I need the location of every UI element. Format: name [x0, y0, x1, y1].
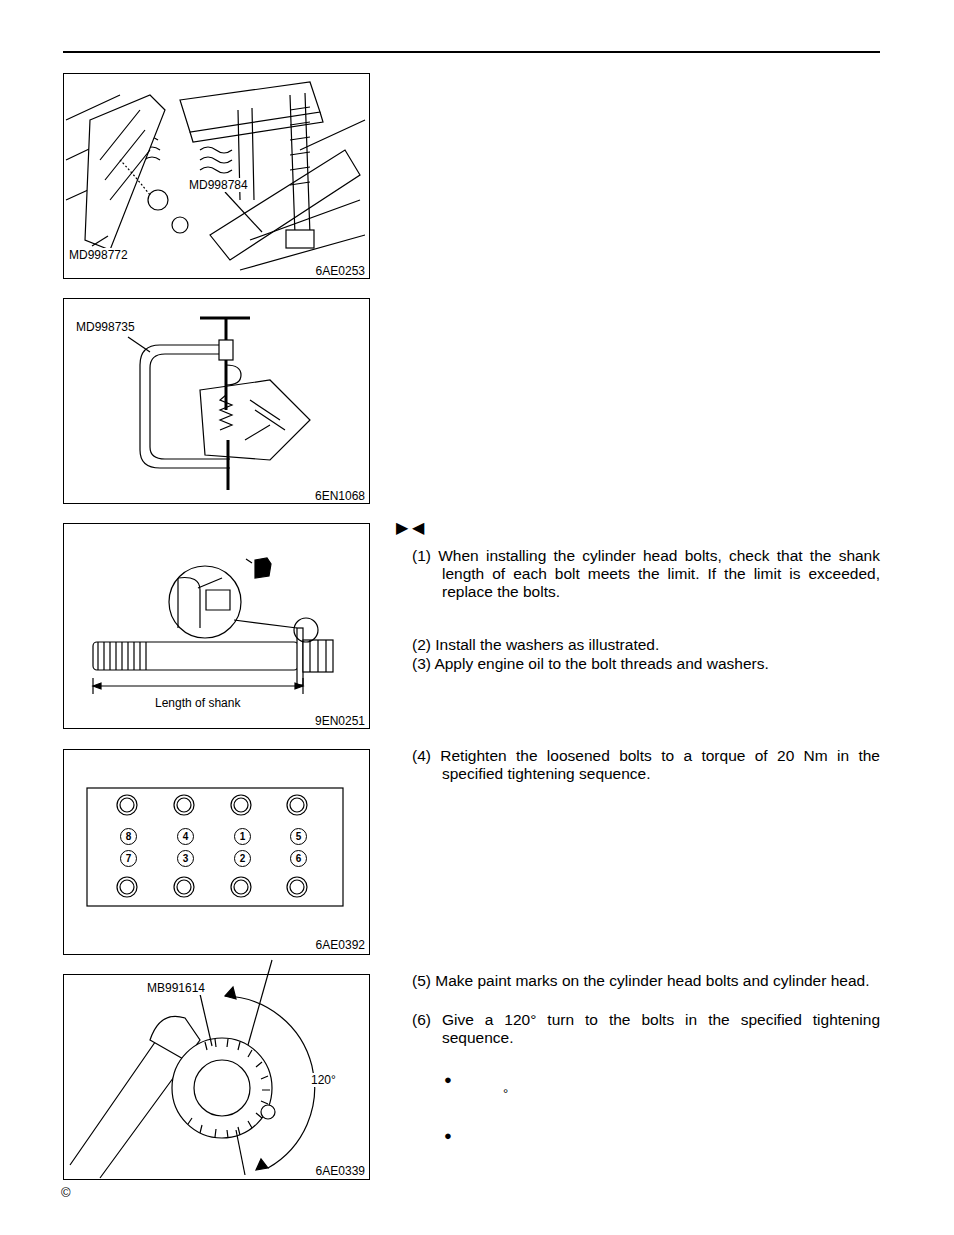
sequence-circle: 1	[234, 828, 251, 845]
symbol-mark: ●	[444, 1127, 452, 1145]
sequence-number: 3	[183, 854, 189, 864]
sequence-number: 4	[183, 832, 189, 842]
tool-label: Length of shank	[154, 696, 241, 710]
figure-code: 6AE0392	[315, 938, 366, 952]
sequence-number: 7	[126, 854, 132, 864]
sequence-circle: 8	[120, 828, 137, 845]
c-clamp-figure	[128, 318, 310, 490]
figure-frame: MD998735 6EN1068	[63, 298, 370, 504]
tool-label: MD998772	[68, 248, 129, 262]
figure-code: 6AE0339	[315, 1164, 366, 1178]
sequence-circle: 3	[177, 850, 194, 867]
symbol-mark: °	[503, 1085, 508, 1103]
sequence-circle: 4	[177, 828, 194, 845]
valve-spring-compressor-figure	[66, 82, 365, 270]
symbol-mark: ▶ ◀	[396, 519, 424, 537]
figure-frame: MB991614 120° 6AE0339	[63, 974, 370, 1180]
instruction-step: (4) Retighten the loosened bolts to a to…	[412, 747, 880, 783]
sequence-number: 2	[240, 854, 246, 864]
tool-label: MD998735	[75, 320, 136, 334]
tool-label: MD998784	[188, 178, 249, 192]
figure-code: 6EN1068	[314, 489, 366, 503]
tool-label: MB991614	[146, 981, 206, 995]
figure-code: 6AE0253	[315, 264, 366, 278]
figure-frame: MD998784MD998772 6AE0253	[63, 73, 370, 279]
sequence-number: 8	[126, 832, 132, 842]
tool-label: 120°	[310, 1073, 337, 1087]
head-bolt-figure	[93, 558, 333, 694]
instruction-step: (6) Give a 120° turn to the bolts in the…	[412, 1011, 880, 1047]
sequence-number: 5	[296, 832, 302, 842]
instruction-step: (2) Install the washers as illustrated.	[412, 636, 880, 654]
symbol-mark: ©	[61, 1184, 71, 1202]
sequence-circle: 7	[120, 850, 137, 867]
sequence-circle: 2	[234, 850, 251, 867]
symbol-mark: ●	[444, 1071, 452, 1089]
instruction-step: (1) When installing the cylinder head bo…	[412, 547, 880, 601]
sequence-number: 1	[240, 832, 246, 842]
instruction-step: (5) Make paint marks on the cylinder hea…	[412, 972, 880, 990]
sequence-circle: 6	[290, 850, 307, 867]
tightening-sequence-figure	[87, 788, 343, 906]
angle-gauge-figure	[70, 960, 315, 1178]
figure-frame: 6AE0392 8 4 1 5 7 3 2 6	[63, 749, 370, 955]
header-rule	[63, 51, 880, 53]
instruction-step: (3) Apply engine oil to the bolt threads…	[412, 655, 880, 673]
figure-code: 9EN0251	[314, 714, 366, 728]
sequence-circle: 5	[290, 828, 307, 845]
sequence-number: 6	[296, 854, 302, 864]
figure-frame: Length of shank 9EN0251	[63, 523, 370, 729]
